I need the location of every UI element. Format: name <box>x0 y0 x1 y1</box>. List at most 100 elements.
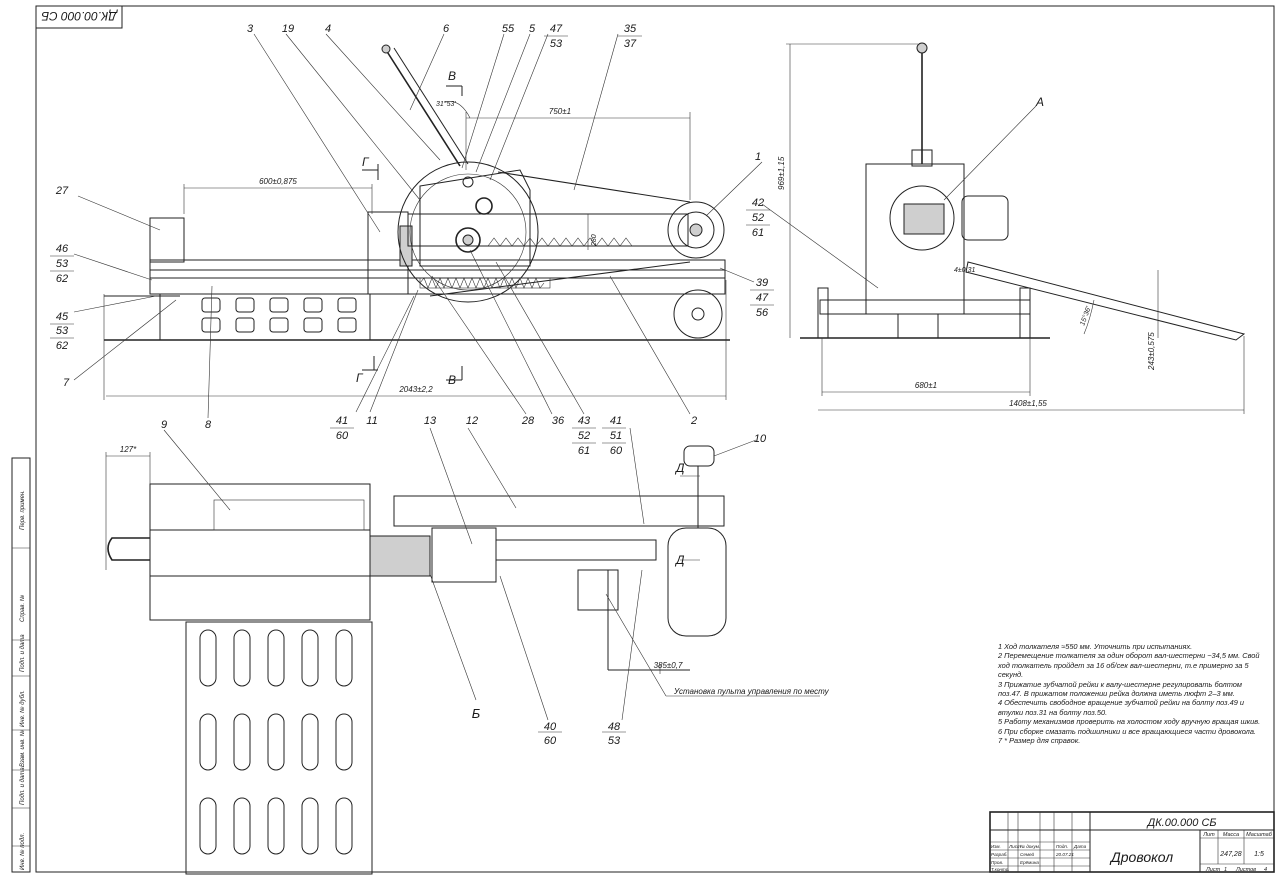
sig-cell: Изм. <box>991 844 1001 849</box>
left-margin-dividers <box>12 547 30 847</box>
section-mark-v-top: В <box>448 69 456 83</box>
side-view-dimensions <box>786 43 1245 414</box>
leader-shelves-top <box>538 427 626 733</box>
pulley <box>667 201 725 259</box>
note-item: 5 Работу механизмов проверить на холосто… <box>998 717 1261 727</box>
transport-wheel <box>673 289 723 339</box>
top-position-numbers: 13 12 41 51 60 10 40 60 48 53 <box>424 415 767 747</box>
margin-label: Инв. № подл. <box>19 833 26 870</box>
top-control-box <box>577 569 619 611</box>
position-number: 6 <box>443 23 450 35</box>
position-number: 60 <box>544 735 557 747</box>
sig-cell: Подп. <box>1056 844 1068 849</box>
title-col-scale: Масштаб <box>1246 832 1273 838</box>
front-view-dimensions <box>106 101 727 400</box>
pulley-hub <box>689 223 703 237</box>
dim-15deg: 15°36' <box>1078 305 1092 327</box>
upper-bearing <box>475 197 493 215</box>
dim-243: 243±0,575 <box>1147 332 1156 371</box>
position-number: 1 <box>755 151 761 163</box>
title-sheets-label: Листов <box>1235 867 1256 873</box>
position-number: 12 <box>466 415 478 427</box>
pinion-gear <box>455 227 481 253</box>
position-number: 7 <box>63 377 70 389</box>
position-number: 5 <box>529 23 536 35</box>
position-number: 36 <box>552 415 565 427</box>
handle-lever-edge <box>393 47 469 165</box>
position-number: 60 <box>336 430 349 442</box>
position-number: 53 <box>608 735 621 747</box>
electric-motor <box>961 195 1009 241</box>
position-number: 2 <box>690 415 697 427</box>
position-number: 8 <box>205 419 212 431</box>
drawing-frame <box>35 5 1275 873</box>
side-axle-beam <box>819 299 1031 315</box>
sig-cell: Лист <box>1008 844 1021 849</box>
sig-cell: № докум. <box>1020 844 1040 849</box>
top-view <box>107 445 727 875</box>
position-number: 52 <box>578 430 590 442</box>
lower-beam <box>149 277 726 295</box>
position-number: 41 <box>610 415 622 427</box>
note-item: 6 При сборке смазать подшипники и все вр… <box>998 726 1256 736</box>
control-panel-note: Установка пульта управления по месту <box>673 687 830 696</box>
log-cradle <box>149 217 185 263</box>
position-number: 61 <box>752 227 764 239</box>
title-doc-code: ДК.00.000 СБ <box>1145 817 1216 829</box>
title-sheet-label: Лист <box>1205 867 1221 873</box>
dim-2043: 2043±2,2 <box>398 385 433 394</box>
position-number: 62 <box>56 273 68 285</box>
margin-labels: Перв. примен. Справ. № Подп. и дата Инв.… <box>19 490 26 870</box>
top-handle-loop <box>107 537 150 561</box>
sig-cell: Т.контр. <box>991 867 1010 872</box>
position-number: 40 <box>544 721 557 733</box>
note-item: 4 Обеспечить свободное вращение зубчатой… <box>998 698 1245 717</box>
title-signature-rows: Изм. Лист № докум. Подп. Дата Разраб. Се… <box>991 844 1087 872</box>
side-view <box>800 42 1246 341</box>
dim-31: 31°53' <box>436 100 456 108</box>
handle-knob <box>381 44 391 54</box>
top-motor <box>667 527 727 637</box>
title-sheets-number: 4 <box>1264 867 1267 873</box>
margin-label: Инв. № дубл. <box>19 690 26 727</box>
margin-label: Взам. инв. № <box>19 729 26 767</box>
belt-lower <box>429 261 691 297</box>
position-number: 51 <box>610 430 622 442</box>
hopper-block <box>159 293 371 341</box>
position-number: 39 <box>756 277 768 289</box>
top-gear-box <box>431 527 497 583</box>
dim-385: 385±0,7 <box>654 661 683 670</box>
title-col-mass: Масса <box>1223 832 1239 838</box>
hopper-slots <box>201 297 357 333</box>
top-tray <box>185 621 373 875</box>
side-center-post <box>897 313 939 339</box>
rack-teeth <box>487 237 633 247</box>
position-number: 3 <box>247 23 254 35</box>
position-number: 4 <box>325 23 331 35</box>
position-number: 56 <box>756 307 769 319</box>
title-col-lit: Лит <box>1202 832 1215 838</box>
pinion-hub <box>462 234 474 246</box>
position-number: 61 <box>578 445 590 457</box>
note-item: 3 Прижатие зубчатой рейки к валу-шестерн… <box>998 679 1242 699</box>
toothed-rack <box>407 213 689 247</box>
dim-969: 969±1,15 <box>777 156 786 190</box>
top-body-inner <box>213 499 365 531</box>
position-number: 28 <box>521 415 535 427</box>
dim-600: 600±0,875 <box>259 177 297 186</box>
margin-label: Подп. и дата <box>20 634 26 672</box>
top-frame-plate <box>393 495 725 527</box>
leader-shelves-front <box>50 35 774 444</box>
wheel-hub <box>691 307 705 321</box>
flywheel-inner <box>409 173 527 291</box>
margin-label: Справ. № <box>19 594 26 622</box>
view-mark-b: Б <box>472 706 481 721</box>
sig-cell: Ерёмина <box>1020 860 1039 865</box>
pulley-inner <box>677 211 715 249</box>
position-number: 55 <box>502 23 515 35</box>
title-block <box>989 811 1275 873</box>
sig-cell: 20.07.21 <box>1055 852 1074 857</box>
dim-1408: 1408±1,55 <box>1009 399 1047 408</box>
position-number: 13 <box>424 415 437 427</box>
side-left-wheel <box>817 287 829 339</box>
